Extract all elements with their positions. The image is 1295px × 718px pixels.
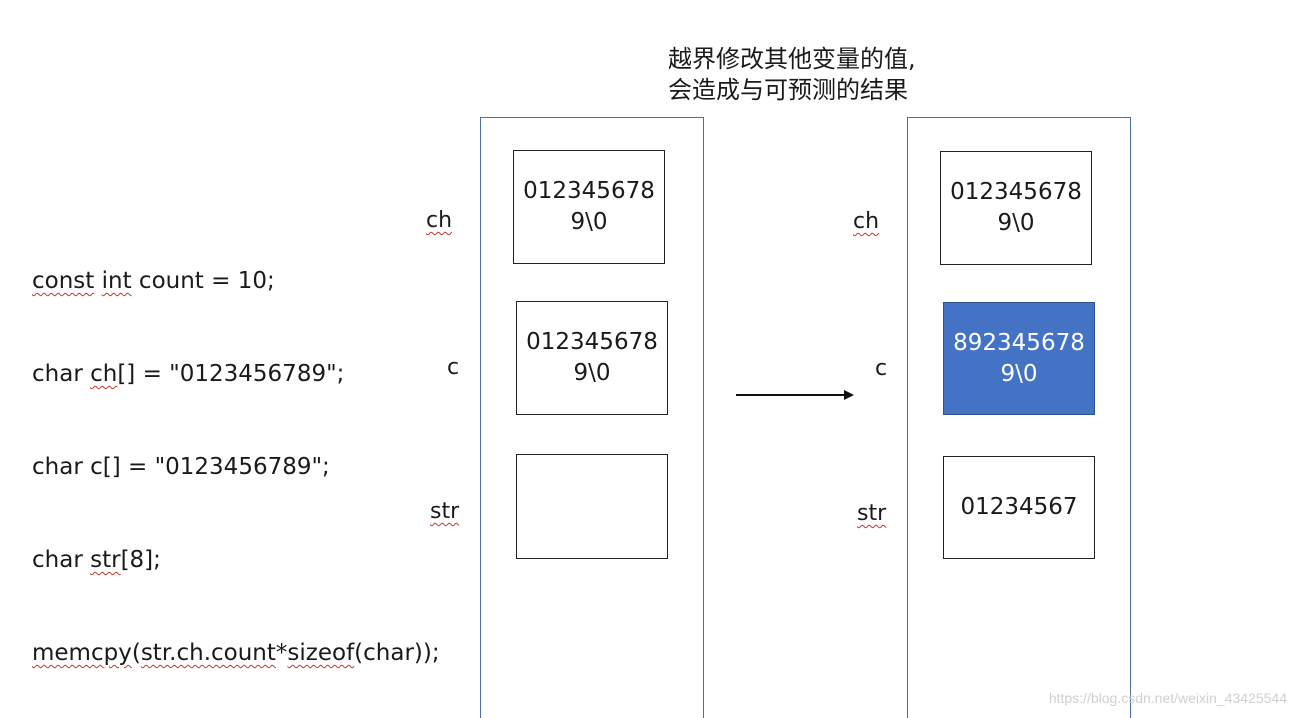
code-snippet: const int count = 10; char ch[] = "01234…	[32, 204, 440, 700]
after-ch-label: ch	[853, 209, 880, 234]
cell-text: 892345678	[953, 329, 1085, 356]
code-token: str	[90, 547, 121, 573]
after-c-cell-overwritten: 892345678 9\0	[943, 302, 1095, 415]
cell-text: 9\0	[573, 360, 611, 386]
code-token: const	[32, 268, 95, 294]
code-token: [8];	[120, 547, 161, 573]
code-token: [] = "0123456789";	[117, 361, 345, 387]
title-line-1: 越界修改其他变量的值,	[668, 45, 916, 73]
before-ch-label: ch	[426, 208, 453, 233]
cell-text: 9\0	[997, 210, 1035, 236]
title-line-2: 会造成与可预测的结果	[668, 76, 908, 104]
code-line-2: char ch[] = "0123456789";	[32, 359, 440, 390]
code-line-5: memcpy(str.ch.count*sizeof(char));	[32, 638, 440, 669]
code-token: ch	[90, 361, 118, 387]
code-token: char	[32, 547, 91, 573]
after-str-cell: 01234567	[943, 456, 1095, 559]
code-token: (	[131, 640, 141, 666]
memory-column-after	[907, 117, 1131, 718]
cell-text: 01234567	[960, 494, 1078, 520]
after-str-label: str	[857, 501, 887, 526]
code-line-3: char c[] = "0123456789";	[32, 454, 330, 480]
code-token: str.ch.count	[140, 640, 276, 666]
after-c-label: c	[875, 356, 888, 381]
arrow-right-icon	[736, 390, 854, 400]
code-token: (char));	[354, 640, 440, 666]
code-token	[94, 268, 101, 294]
cell-text: 012345678	[526, 329, 658, 355]
cell-text: 012345678	[523, 178, 655, 204]
code-token: count = 10;	[131, 268, 275, 294]
cell-text: 012345678	[950, 179, 1082, 205]
cell-text: 9\0	[1000, 360, 1038, 387]
before-ch-cell: 012345678 9\0	[513, 150, 665, 264]
after-ch-cell: 012345678 9\0	[940, 151, 1092, 265]
code-line-4: char str[8];	[32, 545, 440, 576]
watermark: https://blog.csdn.net/weixin_43425544	[1048, 690, 1287, 706]
code-token: memcpy	[32, 640, 132, 666]
cell-text: 9\0	[570, 209, 608, 235]
diagram-title: 越界修改其他变量的值, 会造成与可预测的结果	[668, 44, 968, 106]
code-token: sizeof	[287, 640, 355, 666]
before-str-label: str	[430, 499, 460, 524]
code-line-1: const int count = 10;	[32, 266, 440, 297]
memory-column-before	[480, 117, 704, 718]
code-token: char	[32, 361, 91, 387]
code-token: int	[101, 268, 132, 294]
before-str-cell	[516, 454, 668, 559]
before-c-label: c	[447, 355, 460, 380]
code-token: *	[275, 640, 288, 666]
before-c-cell: 012345678 9\0	[516, 301, 668, 415]
